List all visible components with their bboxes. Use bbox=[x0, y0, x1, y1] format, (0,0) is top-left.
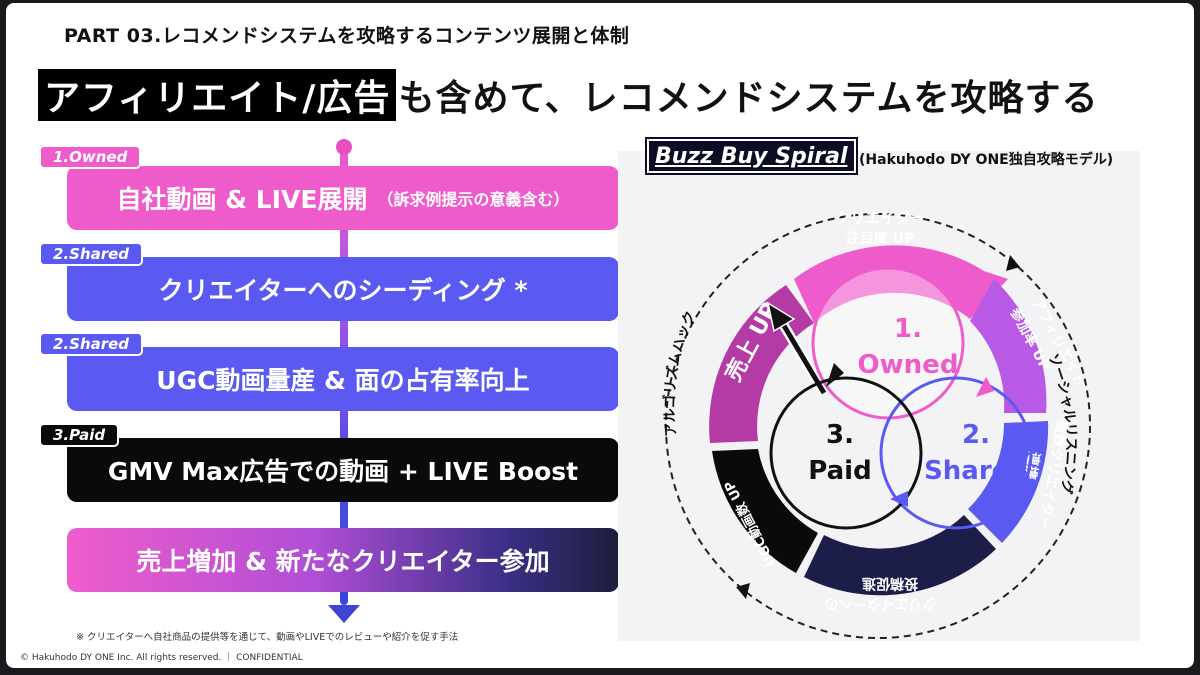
segment-creator-post bbox=[804, 515, 996, 596]
step-label: クリエイターへのシーディング * bbox=[158, 276, 528, 305]
step-label: GMV Max広告での動画 + LIVE Boost bbox=[107, 457, 579, 486]
outer-arrow-head-icon bbox=[736, 583, 750, 599]
step-paid-box: GMV Max広告での動画 + LIVE Boost bbox=[67, 438, 619, 502]
step-label: 売上増加 & 新たなクリエイター参加 bbox=[136, 547, 550, 576]
part-title: PART 03.レコメンドシステムを攻略するコンテンツ展開と体制 bbox=[64, 25, 630, 47]
outer-dashed-circle bbox=[665, 213, 1091, 639]
timeline-start-dot bbox=[336, 139, 352, 155]
slide: PART 03.レコメンドシステムを攻略するコンテンツ展開と体制 アフィリエイト… bbox=[6, 3, 1194, 668]
step-ugc-box: UGC動画量産 & 面の占有率向上 bbox=[67, 347, 619, 411]
paid-number: 3. bbox=[826, 420, 854, 450]
step-label: 自社動画 & LIVE展開 bbox=[116, 185, 368, 214]
tag-owned: 1.Owned bbox=[39, 145, 142, 169]
segment-creator-attention bbox=[794, 245, 1008, 323]
outer-label-algorithm-hack: アルゴリズムハック bbox=[661, 309, 699, 437]
step-owned-box: 自社動画 & LIVE展開 （訴求例提示の意義含む） bbox=[67, 166, 619, 230]
sales-arrow-icon bbox=[777, 317, 827, 395]
timeline-arrow-down-icon bbox=[328, 605, 360, 623]
step-label: UGC動画量産 & 面の占有率向上 bbox=[156, 366, 530, 395]
circle-shared bbox=[879, 376, 1033, 530]
paid-to-owned-arrow-icon bbox=[826, 363, 844, 387]
headline: アフィリエイト/広告も含めて、レコメンドシステムを攻略する bbox=[38, 69, 1099, 121]
spiral-panel: アルゴリズムハック ソーシャルリスニング クリエイター 注目度 UP アフィリエ… bbox=[618, 151, 1140, 641]
circle-owned bbox=[811, 266, 965, 420]
shared-label: Shared bbox=[924, 456, 1028, 486]
footnote: ※ クリエイターへ自社商品の提供等を通じて、動画やLIVEでのレビューや紹介を促… bbox=[76, 632, 459, 643]
tag-shared: 2.Shared bbox=[39, 242, 144, 266]
shared-to-paid-arrow-icon bbox=[890, 491, 908, 507]
sales-arrow-head-icon bbox=[766, 301, 796, 333]
outer-arrow-head-icon bbox=[1006, 255, 1020, 271]
segment-creator-attention-line1: クリエイター bbox=[835, 209, 924, 227]
headline-rest: も含めて、レコメンドシステムを攻略する bbox=[398, 78, 1099, 119]
spiral-subtitle: (Hakuhodo DY ONE独自攻略モデル) bbox=[859, 152, 1114, 168]
shared-number: 2. bbox=[962, 420, 990, 450]
tag-shared: 2.Shared bbox=[39, 332, 144, 356]
segment-multi-creator bbox=[968, 421, 1049, 543]
segment-affiliate bbox=[970, 279, 1047, 413]
owned-to-shared-arrow-icon bbox=[976, 377, 994, 397]
copyright: © Hakuhodo DY ONE Inc. All rights reserv… bbox=[20, 653, 303, 663]
spiral-diagram: アルゴリズムハック ソーシャルリスニング クリエイター 注目度 UP アフィリエ… bbox=[661, 209, 1091, 639]
spiral-title: Buzz Buy Spiral bbox=[645, 137, 858, 175]
step-result-box: 売上増加 & 新たなクリエイター参加 bbox=[67, 528, 619, 592]
step-seeding-box: クリエイターへのシーディング * bbox=[67, 257, 619, 321]
owned-number: 1. bbox=[894, 314, 922, 344]
owned-label: Owned bbox=[858, 350, 959, 380]
paid-label: Paid bbox=[808, 456, 871, 486]
segment-creator-post-line2: 投稿促進 bbox=[862, 575, 918, 592]
segment-ugc-count bbox=[712, 449, 818, 573]
step-sub-label: （訴求例提示の意義含む） bbox=[377, 190, 570, 209]
segment-creator-post-line1: クリエイターへの bbox=[825, 595, 936, 611]
circle-paid bbox=[769, 376, 923, 530]
tag-paid: 3.Paid bbox=[39, 423, 120, 447]
headline-highlight: アフィリエイト/広告 bbox=[38, 69, 397, 121]
segment-multi-creator-line2: 連携 bbox=[1021, 450, 1043, 481]
segment-creator-attention-line2: 注目度 UP bbox=[846, 230, 915, 247]
